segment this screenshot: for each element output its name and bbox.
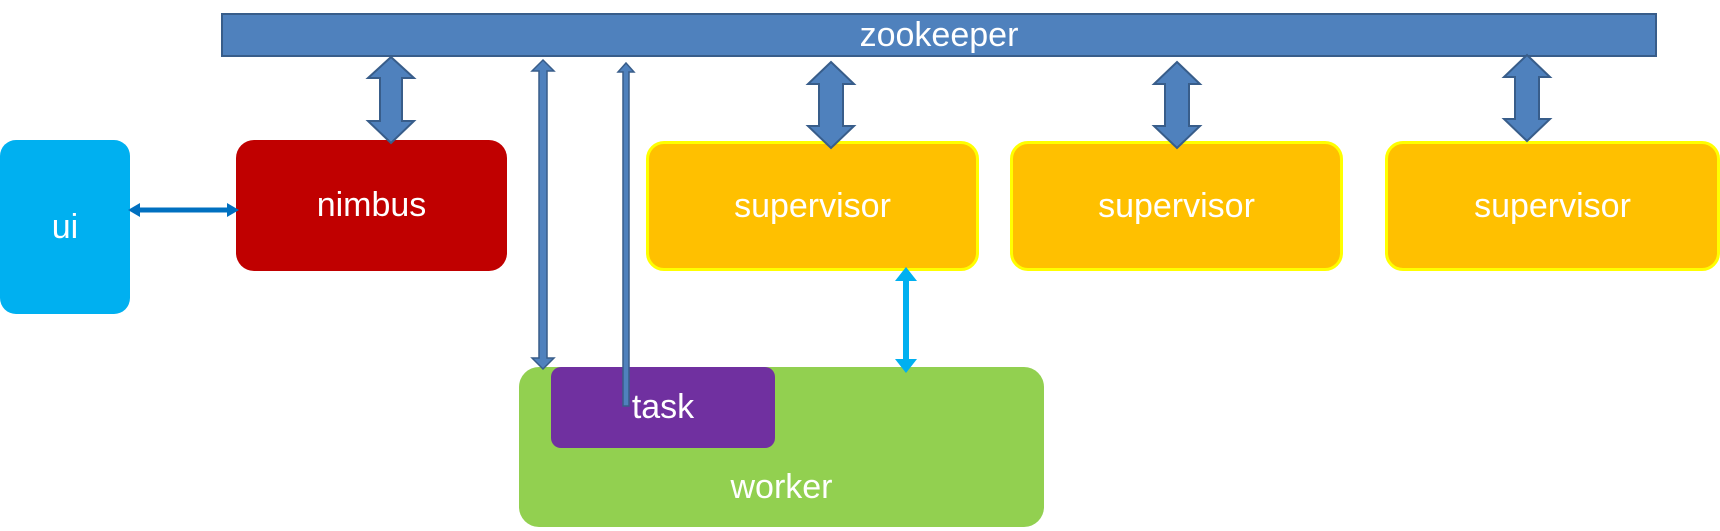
- zookeeper-supervisor3-arrow: [1501, 53, 1553, 143]
- supervisor-box-1: supervisor: [646, 141, 979, 271]
- zookeeper-box: zookeeper: [221, 13, 1657, 57]
- worker-label: worker: [730, 468, 833, 506]
- nimbus-label: nimbus: [316, 186, 427, 224]
- nimbus-box: nimbus: [236, 140, 507, 271]
- ui-label: ui: [51, 207, 79, 246]
- supervisor-label: supervisor: [1474, 186, 1631, 225]
- supervisor-box-3: supervisor: [1385, 141, 1720, 271]
- task-label: task: [631, 388, 695, 426]
- ui-box: ui: [0, 140, 130, 314]
- zookeeper-supervisor1-arrow: [805, 60, 857, 150]
- supervisor-worker-arrow: [895, 267, 917, 373]
- zookeeper-nimbus-arrow: [365, 55, 417, 145]
- ui-nimbus-arrow: [128, 203, 239, 217]
- supervisor-box-2: supervisor: [1010, 141, 1343, 271]
- supervisor-label: supervisor: [734, 186, 891, 225]
- zookeeper-worker-arrow: [530, 58, 556, 371]
- task-zookeeper-arrow: [616, 61, 636, 407]
- zookeeper-supervisor2-arrow: [1151, 60, 1203, 150]
- task-box: task: [551, 367, 775, 448]
- supervisor-label: supervisor: [1098, 186, 1255, 225]
- zookeeper-label: zookeeper: [859, 15, 1019, 54]
